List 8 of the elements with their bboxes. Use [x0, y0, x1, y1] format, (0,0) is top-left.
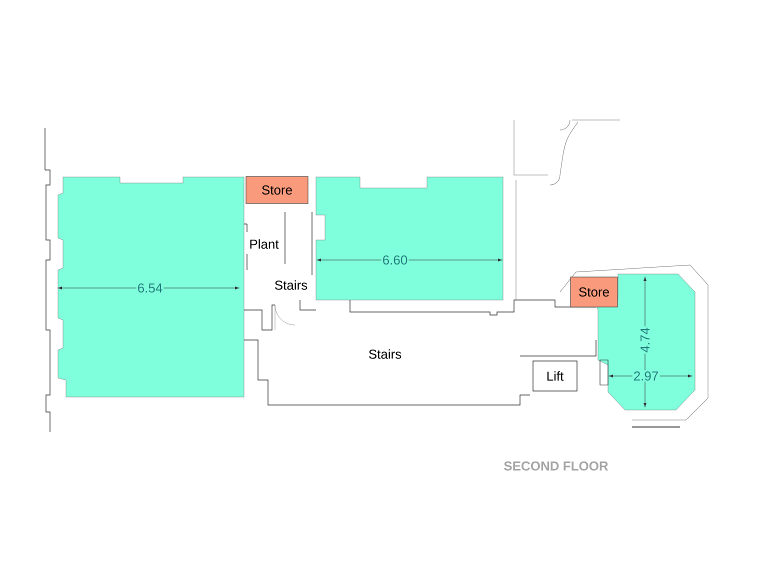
room-label: Stairs [368, 349, 402, 359]
room-label: Stairs [274, 280, 308, 290]
store-room: Store [570, 276, 618, 308]
room-label: Plant [250, 239, 279, 249]
lift-box: Lift [532, 360, 578, 392]
store-room: Store [246, 176, 308, 204]
floor-title: SECOND FLOOR [504, 461, 608, 471]
dimension-label: 4.74 [640, 326, 650, 354]
